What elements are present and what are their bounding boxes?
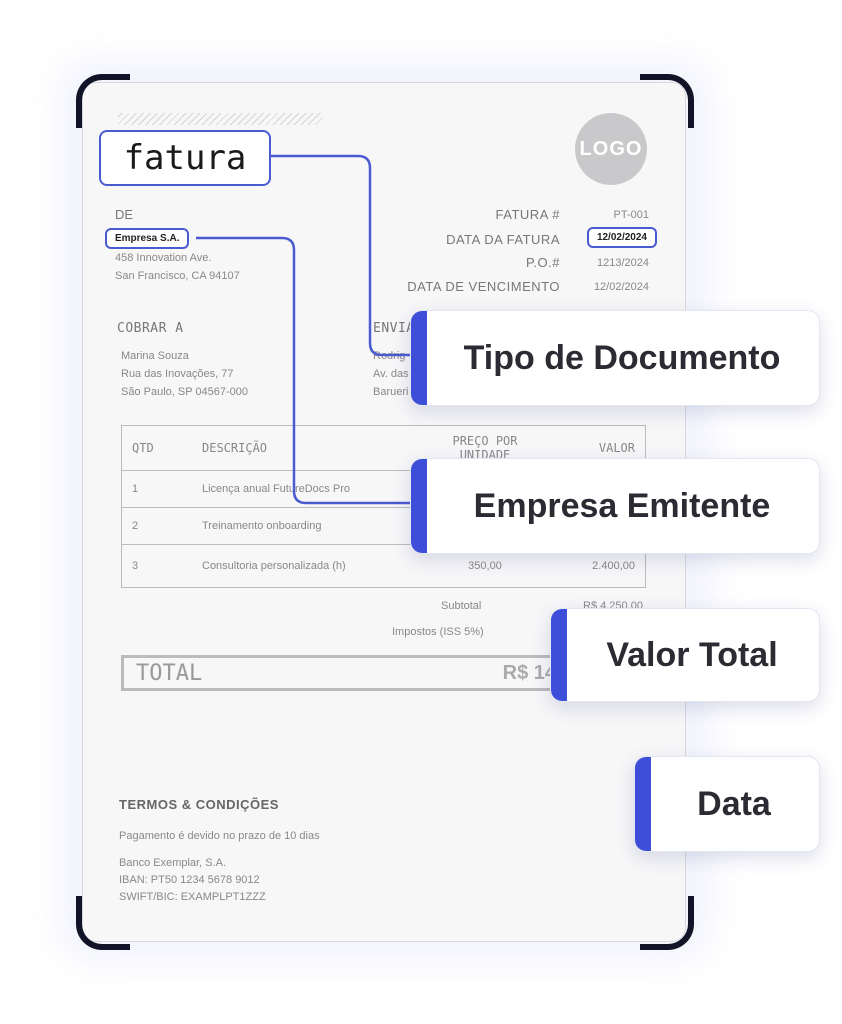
from-company-highlight: Empresa S.A.	[105, 228, 190, 249]
doc-title: fatura	[123, 138, 247, 178]
row-qty: 2	[121, 507, 192, 545]
invoice-number: PT-001	[613, 209, 649, 221]
from-label: DE	[115, 207, 134, 222]
scan-corner-bottom-right	[640, 896, 694, 950]
tax-label: Impostos (ISS 5%)	[392, 626, 484, 638]
row-value: 2.400,00	[592, 560, 635, 572]
bank-details: Banco Exemplar, S.A. IBAN: PT50 1234 567…	[119, 855, 266, 906]
row-description: Treinamento onboarding	[192, 507, 435, 545]
tag-date: Data	[634, 756, 820, 852]
scan-corner-top-left	[76, 74, 130, 128]
bank-name: Banco Exemplar, S.A.	[119, 857, 226, 869]
tag-accent-bar	[411, 459, 427, 553]
header-description: DESCRIÇÃO	[192, 425, 435, 471]
invoice-date-highlight: 12/02/2024	[586, 227, 657, 248]
tag-issuer-label: Empresa Emitente	[473, 486, 771, 525]
due-date-label: DATA DE VENCIMENTO	[407, 279, 560, 294]
tag-accent-bar	[551, 609, 567, 701]
tag-document-type-label: Tipo de Documento	[463, 338, 781, 377]
subtotal-label: Subtotal	[441, 600, 482, 612]
total-box: TOTAL R$ 14	[121, 655, 571, 691]
tag-accent-bar	[635, 757, 651, 851]
tag-document-type: Tipo de Documento	[410, 310, 820, 406]
row-qty: 3	[132, 560, 139, 572]
hatch-decoration	[118, 113, 323, 125]
row-description: Licença anual FutureDocs Pro	[192, 470, 435, 508]
iban: IBAN: PT50 1234 5678 9012	[119, 874, 260, 886]
invoice-date-label: DATA DA FATURA	[446, 232, 560, 247]
row-qty: 1	[121, 470, 192, 508]
po-label: P.O.#	[525, 255, 560, 270]
doc-title-highlight: fatura	[99, 130, 271, 186]
total-value: R$ 14	[502, 661, 556, 684]
total-label: TOTAL	[136, 660, 203, 686]
bill-to-line1: Rua das Inovações, 77	[121, 368, 234, 380]
tag-total-value-label: Valor Total	[606, 635, 778, 674]
row-description: Consultoria personalizada (h)	[202, 560, 346, 572]
due-date: 12/02/2024	[593, 281, 649, 293]
bill-to-address: Marina Souza Rua das Inovações, 77 São P…	[121, 347, 248, 401]
terms-payment: Pagamento é devido no prazo de 10 dias	[119, 830, 320, 842]
table-row: 3 Consultoria personalizada (h) 350,00 2…	[122, 545, 646, 588]
terms-title: TERMOS & CONDIÇÕES	[119, 797, 279, 812]
from-address-line2: San Francisco, CA 94107	[115, 270, 240, 282]
logo-placeholder: LOGO	[575, 113, 647, 185]
header-qty: QTD	[121, 425, 192, 471]
bill-to-name: Marina Souza	[121, 350, 189, 362]
tag-date-label: Data	[697, 784, 771, 823]
row-price: 350,00	[468, 560, 502, 572]
tag-accent-bar	[411, 311, 427, 405]
from-address-line1: 458 Innovation Ave.	[115, 252, 212, 264]
tag-total-value: Valor Total	[550, 608, 820, 702]
scan-corner-bottom-left	[76, 896, 130, 950]
scan-corner-top-right	[640, 74, 694, 128]
po-number: 1213/2024	[597, 257, 649, 269]
swift: SWIFT/BIC: EXAMPLPT1ZZZ	[119, 891, 266, 903]
ship-to-address: Rodrig Av. das Barueri	[373, 347, 409, 401]
ship-to-label: ENVIA	[373, 321, 415, 336]
ship-to-name: Rodrig	[373, 350, 406, 362]
ship-to-line1: Av. das	[373, 368, 409, 380]
tag-issuer: Empresa Emitente	[410, 458, 820, 554]
from-address: 458 Innovation Ave. San Francisco, CA 94…	[115, 249, 240, 285]
ship-to-line2: Barueri	[373, 386, 409, 398]
invoice-number-label: FATURA #	[495, 207, 560, 222]
bill-to-label: COBRAR A	[117, 321, 184, 336]
bill-to-line2: São Paulo, SP 04567-000	[121, 386, 249, 398]
